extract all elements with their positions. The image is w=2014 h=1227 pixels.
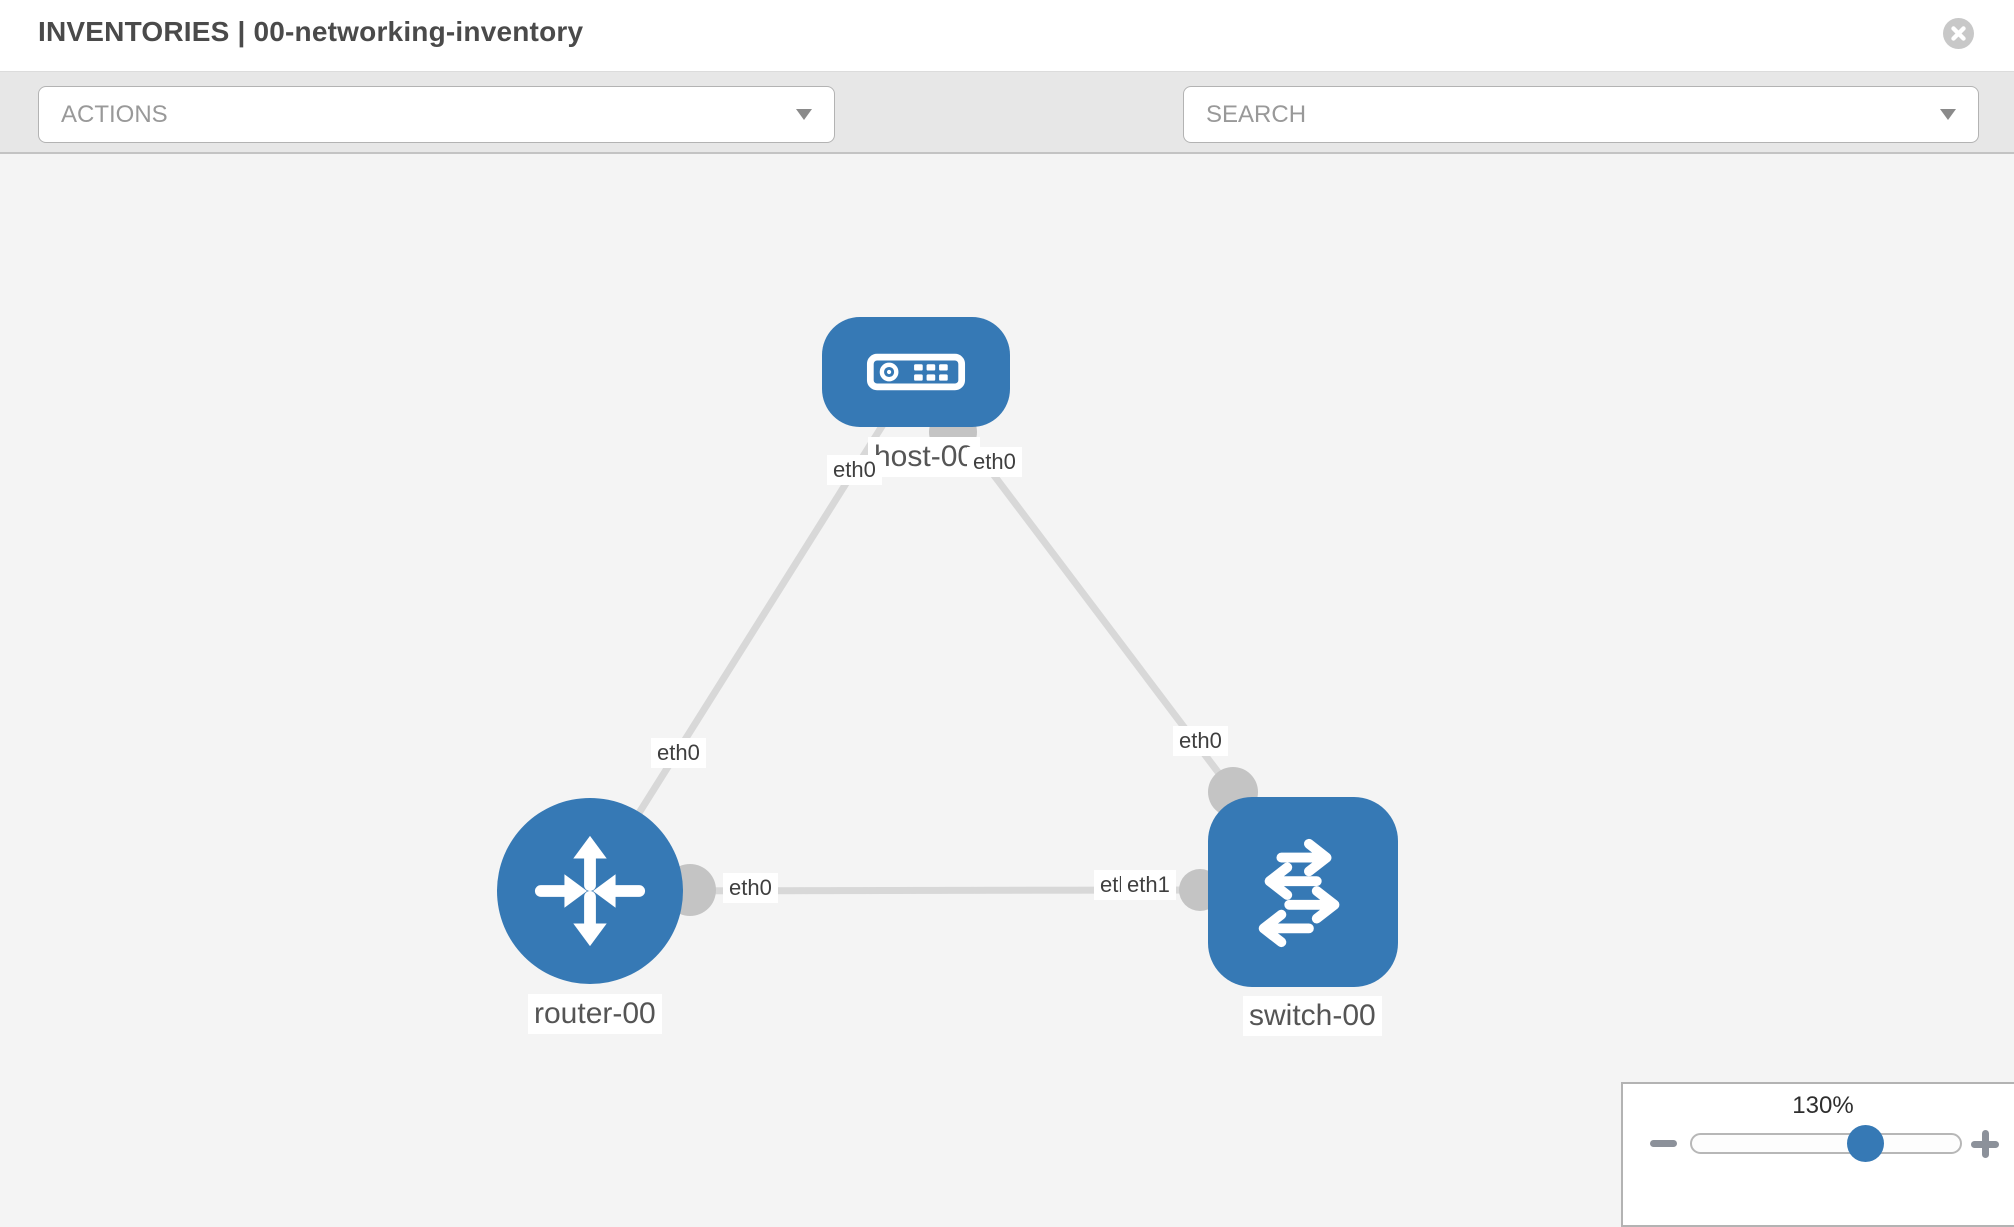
zoom-control-panel: 130% [1621, 1082, 2014, 1227]
node-label-switch: switch-00 [1243, 996, 1382, 1036]
close-icon [1951, 26, 1966, 41]
switch-icon [1258, 838, 1340, 948]
host-icon [866, 353, 966, 391]
zoom-slider-thumb[interactable] [1847, 1125, 1884, 1162]
if-label-host-to-switch: eth0 [967, 447, 1022, 477]
if-label-router-to-switch: eth0 [723, 873, 778, 903]
search-dropdown[interactable]: SEARCH [1183, 86, 1979, 143]
actions-dropdown-label: ACTIONS [61, 100, 168, 128]
actions-dropdown[interactable]: ACTIONS [38, 86, 835, 143]
caret-down-icon [1940, 109, 1956, 120]
zoom-in-button plus-icon[interactable] [1971, 1130, 1999, 1158]
zoom-slider-track[interactable] [1690, 1133, 1962, 1154]
if-label-router-to-host: eth0 [651, 738, 706, 768]
router-icon [534, 835, 646, 947]
node-label-host: host-00 [868, 437, 981, 477]
page-header: INVENTORIES | 00-networking-inventory [0, 0, 2014, 72]
if-label-switch-to-host: eth0 [1173, 726, 1228, 756]
zoom-level-value: 130% [1792, 1092, 1854, 1119]
topology-canvas[interactable]: host-00 router-00 switch-00 eth0 eth0 et… [0, 154, 2014, 1227]
page-title: INVENTORIES | 00-networking-inventory [38, 16, 584, 47]
zoom-out-button minus-icon[interactable] [1650, 1140, 1677, 1147]
caret-down-icon [796, 109, 812, 120]
node-switch-00[interactable] [1208, 797, 1398, 987]
close-button[interactable] [1943, 18, 1974, 49]
if-label-switch-to-router: eth1 [1121, 870, 1176, 900]
toolbar: ACTIONS SEARCH [0, 72, 2014, 205]
node-host-00[interactable] [822, 317, 1010, 427]
topology-links-layer [587, 369, 1258, 916]
node-router-00[interactable] [497, 798, 683, 984]
node-label-router: router-00 [528, 994, 662, 1034]
search-dropdown-label: SEARCH [1206, 100, 1307, 128]
if-label-host-to-router: eth0 [827, 455, 882, 485]
